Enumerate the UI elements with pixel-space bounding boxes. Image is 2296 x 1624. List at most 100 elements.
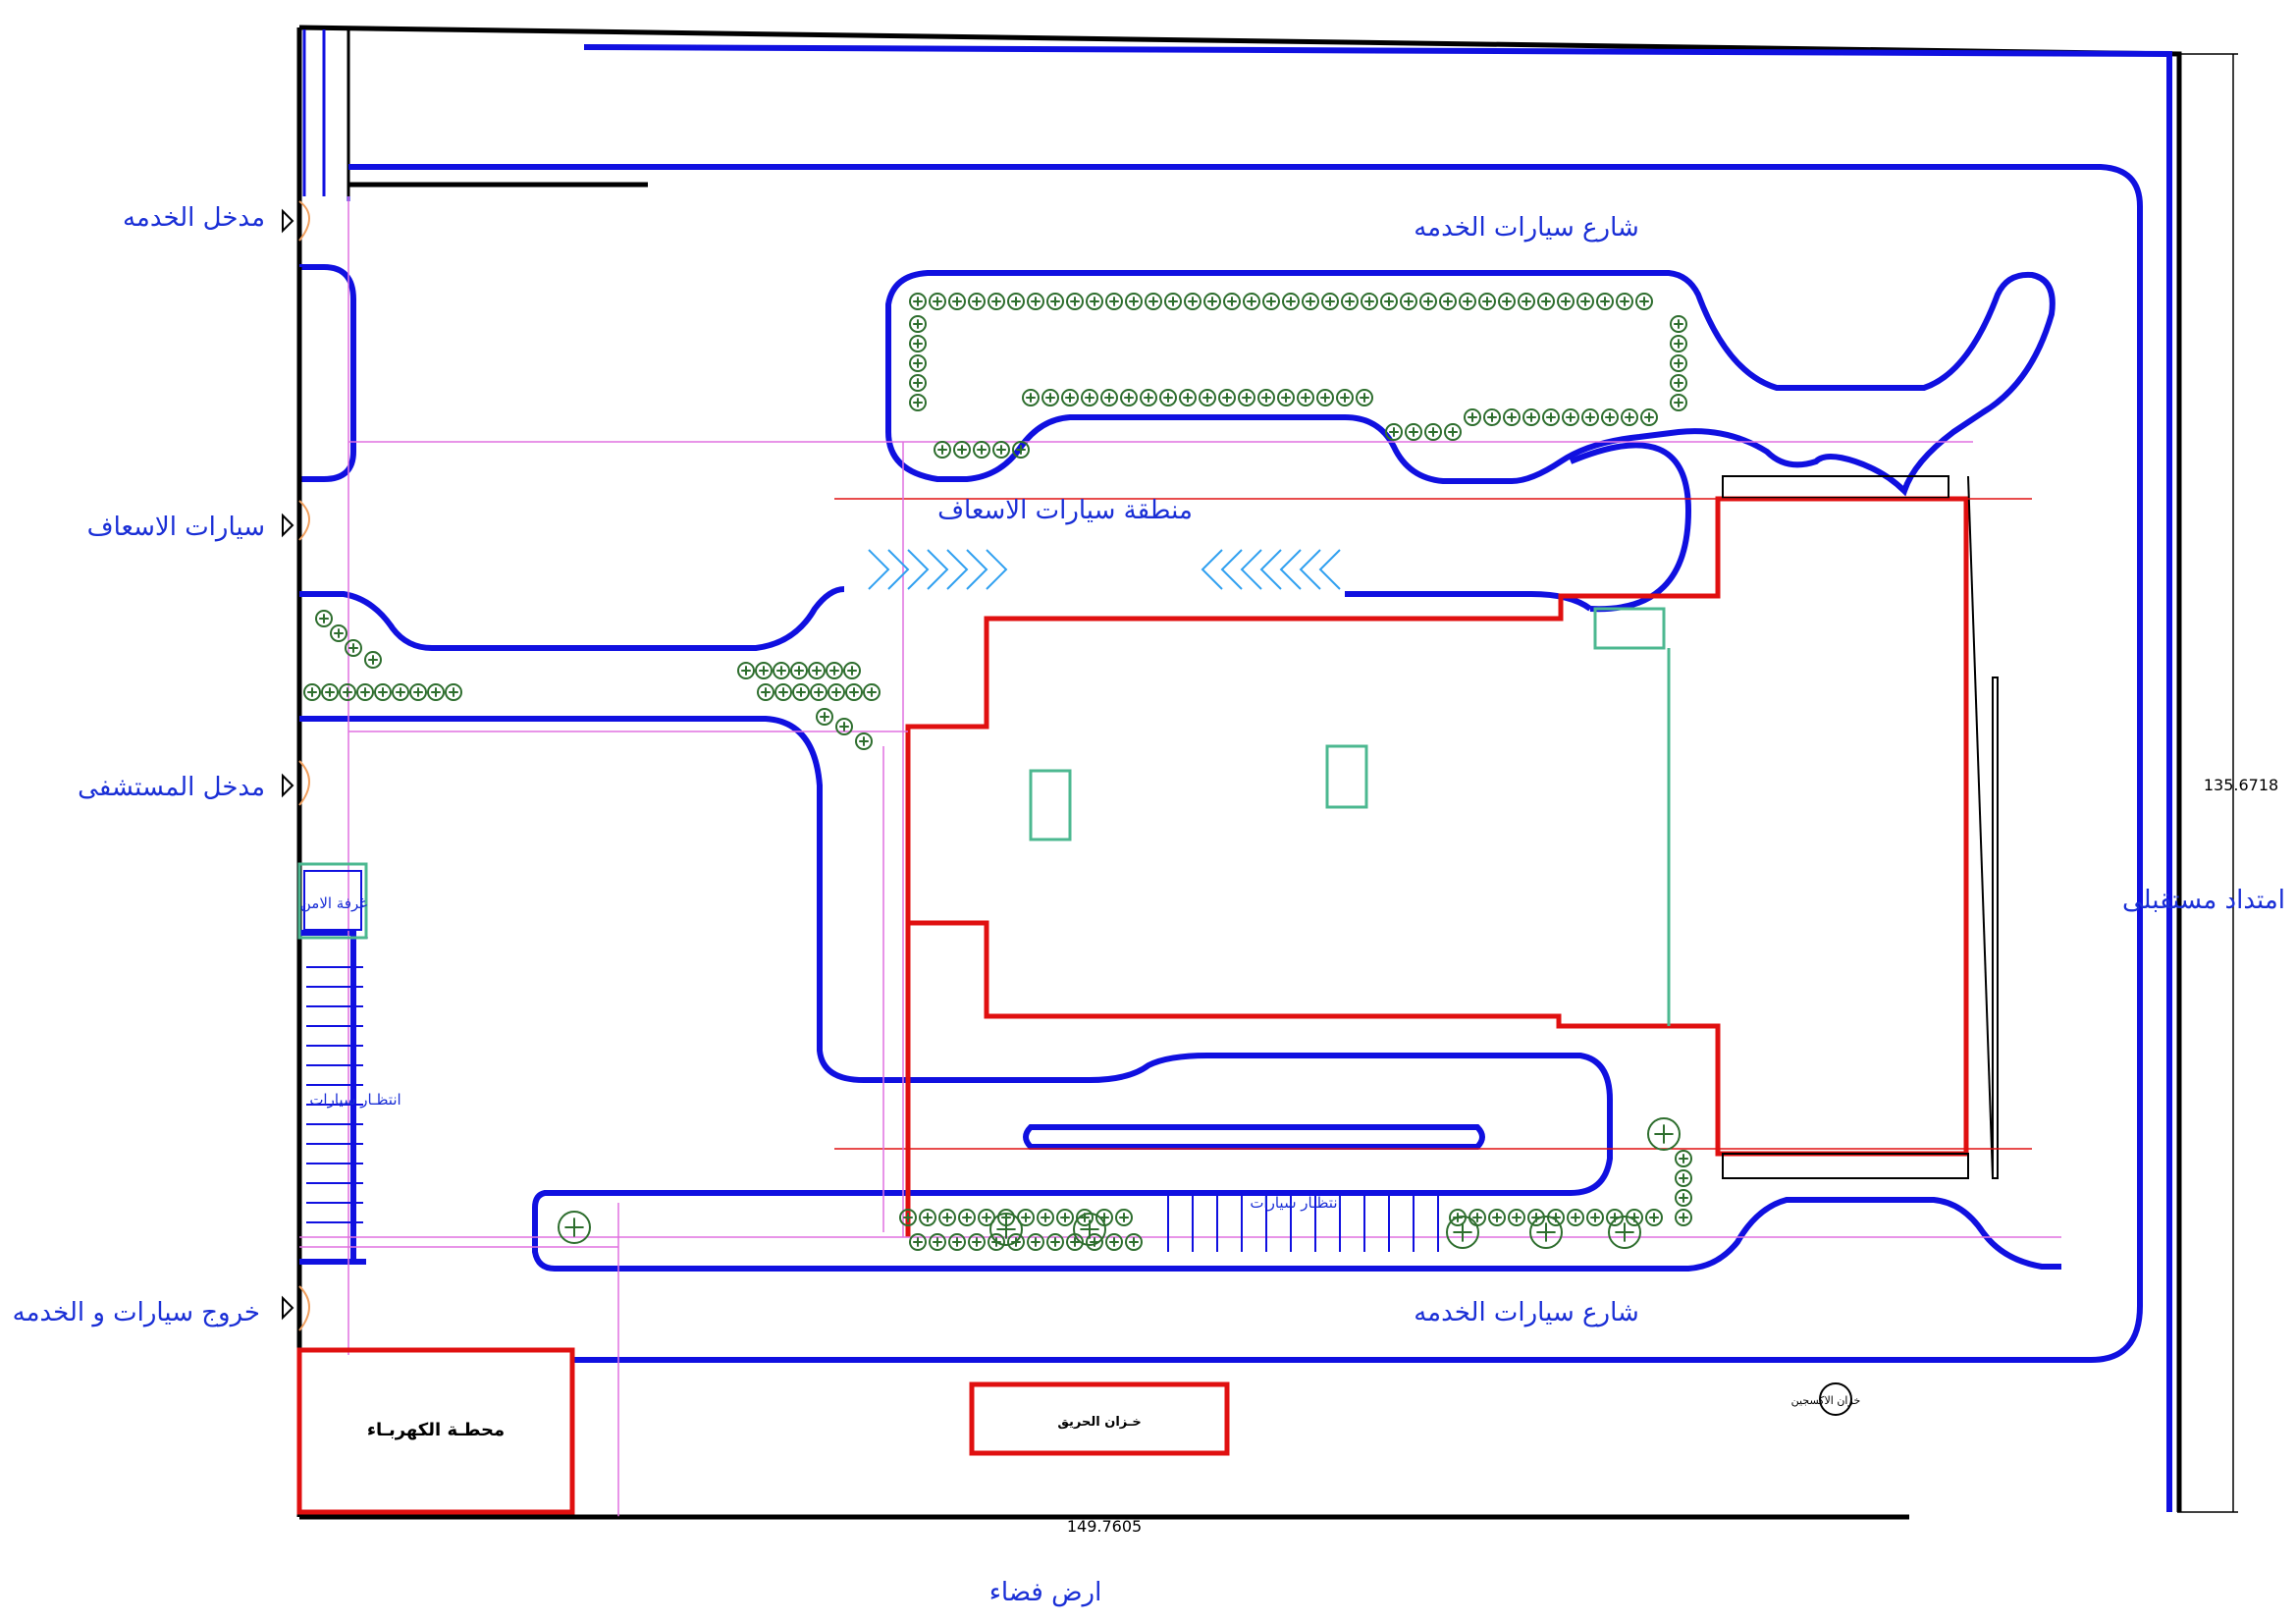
tree-icon [1056, 1209, 1074, 1226]
utilities [296, 1347, 1852, 1515]
tree-icon [427, 683, 445, 701]
tree-icon [774, 683, 792, 701]
tree-icon [1115, 1209, 1133, 1226]
tree-icon [1282, 293, 1300, 310]
tree-icon [1518, 293, 1535, 310]
tree-icon [1542, 408, 1560, 426]
grid-lines [299, 196, 2061, 1517]
tree-icon [938, 1209, 956, 1226]
tree-icon [1356, 389, 1373, 406]
tree-icon [392, 683, 409, 701]
tree-icon [1012, 441, 1030, 459]
service-entrance-label: مدخل الخدمه [123, 203, 265, 233]
tree-icon [790, 662, 808, 679]
tree-icon [755, 662, 773, 679]
tree-icon [934, 441, 951, 459]
tree-icon [321, 683, 339, 701]
tree-icon [1105, 293, 1123, 310]
tree-icon [1444, 423, 1462, 441]
tree-icon [1621, 408, 1638, 426]
tree-icon [1041, 389, 1059, 406]
tree-icon [1478, 293, 1496, 310]
tree-icon [828, 683, 845, 701]
tree-icon [1557, 293, 1575, 310]
tree-icon [1596, 293, 1614, 310]
tree-icon [1670, 394, 1687, 411]
site-boundary [296, 25, 2182, 1520]
tree-icon [909, 293, 927, 310]
parking-bottom-label: انتظـار سيارات [1250, 1194, 1341, 1212]
tree-icon [303, 683, 321, 701]
tree-icon [1302, 293, 1319, 310]
tree-icon [737, 662, 755, 679]
tree-icon [1424, 423, 1442, 441]
oxygen-tank-label: خزان الاكسجين [1791, 1394, 1861, 1407]
service-exit-label: خروج سيارات و الخدمه [13, 1298, 260, 1327]
tree-icon [558, 1211, 591, 1244]
gate-markers [298, 200, 310, 1331]
tree-icon [1380, 293, 1398, 310]
tree-icon [1522, 408, 1540, 426]
tree-icon [1164, 293, 1182, 310]
tree-icon [330, 624, 347, 642]
tree-icon [1464, 408, 1481, 426]
tree-icon [409, 683, 427, 701]
tree-icon [1007, 293, 1025, 310]
tree-icon [1046, 293, 1064, 310]
tree-icon [1046, 1233, 1064, 1251]
tree-icon [1243, 293, 1260, 310]
tree-icon [1159, 389, 1177, 406]
tree-icon [1140, 389, 1157, 406]
tree-icon [1670, 354, 1687, 372]
tree-icon [863, 683, 881, 701]
parking-left-label: انتظـار سيارات [309, 1091, 400, 1109]
tree-icon [1081, 389, 1098, 406]
tree-icon [826, 662, 843, 679]
width-dimension-label: 149.7605 [1067, 1517, 1142, 1536]
tree-icon [845, 683, 863, 701]
tree-icon [1203, 293, 1221, 310]
tree-icon [1537, 293, 1555, 310]
tree-icon [1145, 293, 1162, 310]
tree-icon [1670, 335, 1687, 352]
tree-icon [948, 293, 966, 310]
tree-icon [988, 293, 1005, 310]
tree-icon [1562, 408, 1579, 426]
tree-icon [953, 441, 971, 459]
tree-icon [1675, 1209, 1692, 1226]
ambulance-bays [868, 549, 1341, 590]
tree-icon [835, 718, 853, 735]
tree-icon [989, 1213, 1023, 1246]
tree-icon [909, 335, 927, 352]
hospital-entrance-label: مدخل المستشفى [78, 773, 265, 802]
tree-icon [1400, 293, 1417, 310]
tree-icon [909, 1233, 927, 1251]
tree-icon [757, 683, 774, 701]
tree-icon [345, 639, 362, 657]
tree-icon [1262, 293, 1280, 310]
trees [303, 293, 1692, 1251]
tree-icon [1199, 389, 1216, 406]
tree-icon [1529, 1216, 1563, 1249]
tree-icon [909, 374, 927, 392]
power-station-label: محطـة الكهربـاء [367, 1420, 505, 1440]
tree-icon [1439, 293, 1457, 310]
parking-stalls [306, 966, 1439, 1252]
tree-icon [339, 683, 356, 701]
tree-icon [1670, 315, 1687, 333]
tree-icon [1586, 1209, 1604, 1226]
tree-icon [1257, 389, 1275, 406]
tree-icon [1567, 1209, 1584, 1226]
tree-icon [1503, 408, 1521, 426]
tree-icon [992, 441, 1010, 459]
tree-icon [1184, 293, 1201, 310]
hospital-building [905, 475, 1999, 1237]
tree-icon [816, 708, 833, 726]
tree-icon [1670, 374, 1687, 392]
tree-icon [1675, 1169, 1692, 1187]
left-drop-off [296, 264, 356, 486]
tree-icon [1277, 389, 1295, 406]
security-room-label: غرفة الامن [300, 894, 367, 912]
security-room [297, 862, 368, 940]
tree-icon [364, 651, 382, 669]
